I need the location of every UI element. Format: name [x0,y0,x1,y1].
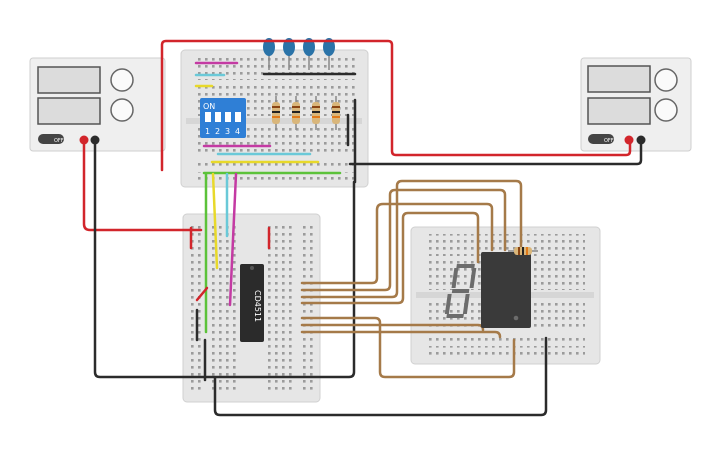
led-2 [283,38,295,70]
chip-label: CD4511 [253,290,262,322]
wires [82,39,643,417]
dip-switch-on-label: ON [203,102,215,111]
dip-switch-pos-4: 4 [235,127,240,136]
cd4511-chip[interactable] [240,264,264,342]
dip-switch-pos-2: 2 [215,127,220,136]
dip-switch-pos-3: 3 [225,127,230,136]
resistor-2 [292,96,300,130]
dip-switch-pos-1: 1 [205,127,210,136]
led-3 [303,38,315,70]
power-supply-right[interactable] [580,57,692,152]
led-1 [263,38,275,70]
resistor-1 [272,96,280,130]
seven-segment-display[interactable] [444,252,531,328]
led-4 [323,38,335,70]
power-switch-label-right: OFF [604,138,614,144]
power-switch-label-left: OFF [54,138,64,144]
led-row[interactable] [263,38,335,70]
resistor-3 [312,96,320,130]
power-supply-left[interactable] [29,57,166,152]
resistor-4 [332,96,340,130]
dip-switch[interactable] [200,98,246,138]
resistor-row[interactable] [272,96,340,130]
segment-resistor[interactable] [508,247,538,255]
